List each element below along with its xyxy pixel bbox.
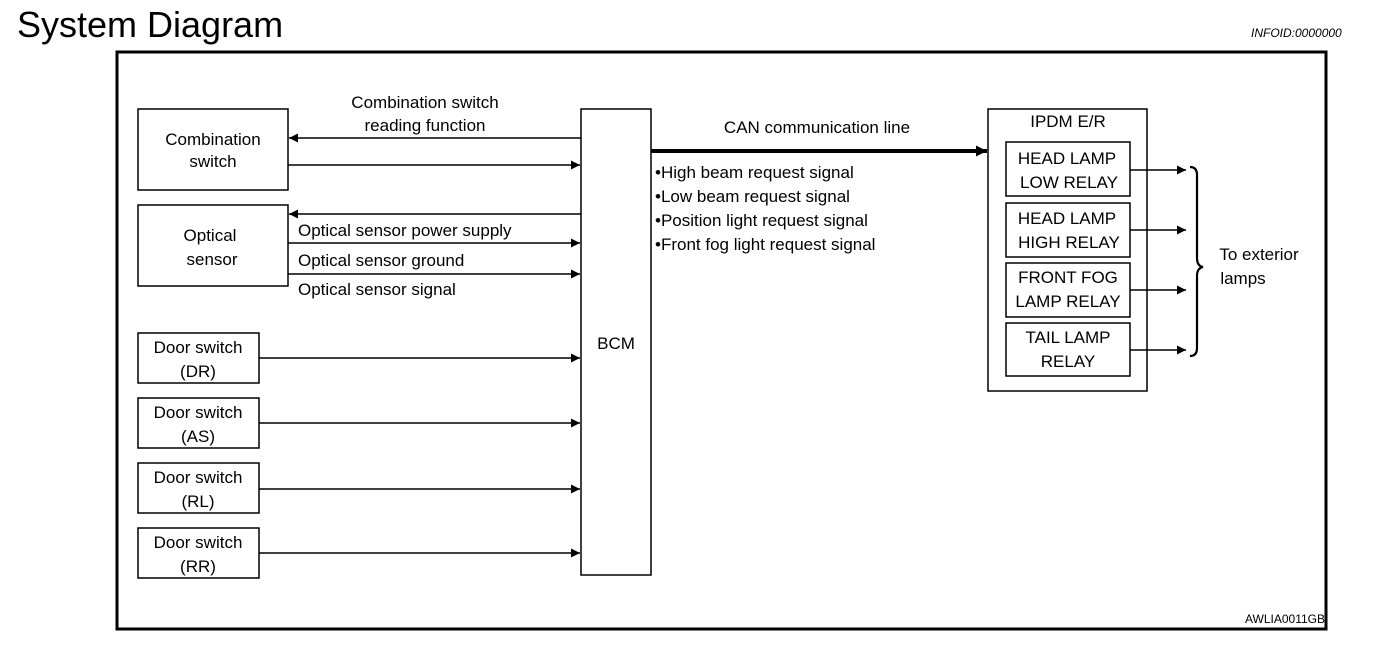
can-communication-line-label: CAN communication line — [724, 118, 910, 137]
combination-switch-block: Combination switch — [137, 108, 289, 191]
ipdm-er-block: IPDM E/R — [987, 108, 1148, 392]
relay-tail-lamp-line1: TAIL LAMP — [1025, 328, 1110, 347]
relay-head-lamp-high-line1: HEAD LAMP — [1018, 209, 1116, 228]
combination-switch-function-line2: reading function — [365, 116, 486, 135]
exterior-lamps-label-line1: To exterior — [1219, 245, 1299, 264]
relay-head-lamp-low-line2: LOW RELAY — [1020, 173, 1118, 192]
door-switch-as-line1: Door switch — [154, 403, 243, 422]
combination-switch-label-line1: Combination — [165, 130, 260, 149]
door-switch-rr-line1: Door switch — [154, 533, 243, 552]
ipdm-er-label: IPDM E/R — [1030, 112, 1106, 131]
door-switch-rr-block: Door switch (RR) — [137, 527, 260, 579]
exterior-lamps-label-line2: lamps — [1220, 269, 1265, 288]
diagram-frame — [115, 50, 1328, 631]
info-id: INFOID:0000000 — [1251, 26, 1342, 40]
page-title: System Diagram — [17, 4, 284, 45]
door-switch-rr-line2: (RR) — [180, 557, 216, 576]
door-switch-rl-block: Door switch (RL) — [137, 462, 260, 514]
optical-sensor-ground-label: Optical sensor ground — [298, 251, 464, 270]
combination-switch-label-line2: switch — [189, 152, 236, 171]
relay-tail-lamp: TAIL LAMP RELAY — [1005, 322, 1131, 377]
request-signal-position-light: •Position light request signal — [655, 211, 868, 230]
relay-tail-lamp-line2: RELAY — [1041, 352, 1096, 371]
request-signal-low-beam: •Low beam request signal — [655, 187, 850, 206]
bcm-label: BCM — [597, 334, 635, 353]
exterior-lamps-brace — [1189, 165, 1204, 358]
optical-sensor-label-line2: sensor — [186, 250, 237, 269]
door-switch-as-line2: (AS) — [181, 427, 215, 446]
door-switch-dr-line1: Door switch — [154, 338, 243, 357]
request-signal-high-beam: •High beam request signal — [655, 163, 854, 182]
relay-head-lamp-high: HEAD LAMP HIGH RELAY — [1005, 202, 1131, 258]
relay-head-lamp-low-line1: HEAD LAMP — [1018, 149, 1116, 168]
relay-front-fog-lamp-line2: LAMP RELAY — [1015, 292, 1120, 311]
optical-sensor-signal-label: Optical sensor signal — [298, 280, 456, 299]
relay-front-fog-lamp: FRONT FOG LAMP RELAY — [1005, 262, 1131, 318]
relay-head-lamp-low: HEAD LAMP LOW RELAY — [1005, 141, 1131, 197]
combination-switch-function-line1: Combination switch — [351, 93, 498, 112]
optical-sensor-block: Optical sensor — [137, 204, 289, 287]
door-switch-rl-line2: (RL) — [181, 492, 214, 511]
door-switch-dr-line2: (DR) — [180, 362, 216, 381]
relay-head-lamp-high-line2: HIGH RELAY — [1018, 233, 1120, 252]
door-switch-as-block: Door switch (AS) — [137, 397, 260, 449]
optical-sensor-power-supply-label: Optical sensor power supply — [298, 221, 512, 240]
bcm-block: BCM — [580, 108, 652, 576]
door-switch-dr-block: Door switch (DR) — [137, 332, 260, 384]
relay-front-fog-lamp-line1: FRONT FOG — [1018, 268, 1118, 287]
figure-code: AWLIA0011GB — [1245, 612, 1325, 626]
optical-sensor-label-line1: Optical — [184, 226, 237, 245]
door-switch-rl-line1: Door switch — [154, 468, 243, 487]
request-signal-front-fog-light: •Front fog light request signal — [655, 235, 875, 254]
